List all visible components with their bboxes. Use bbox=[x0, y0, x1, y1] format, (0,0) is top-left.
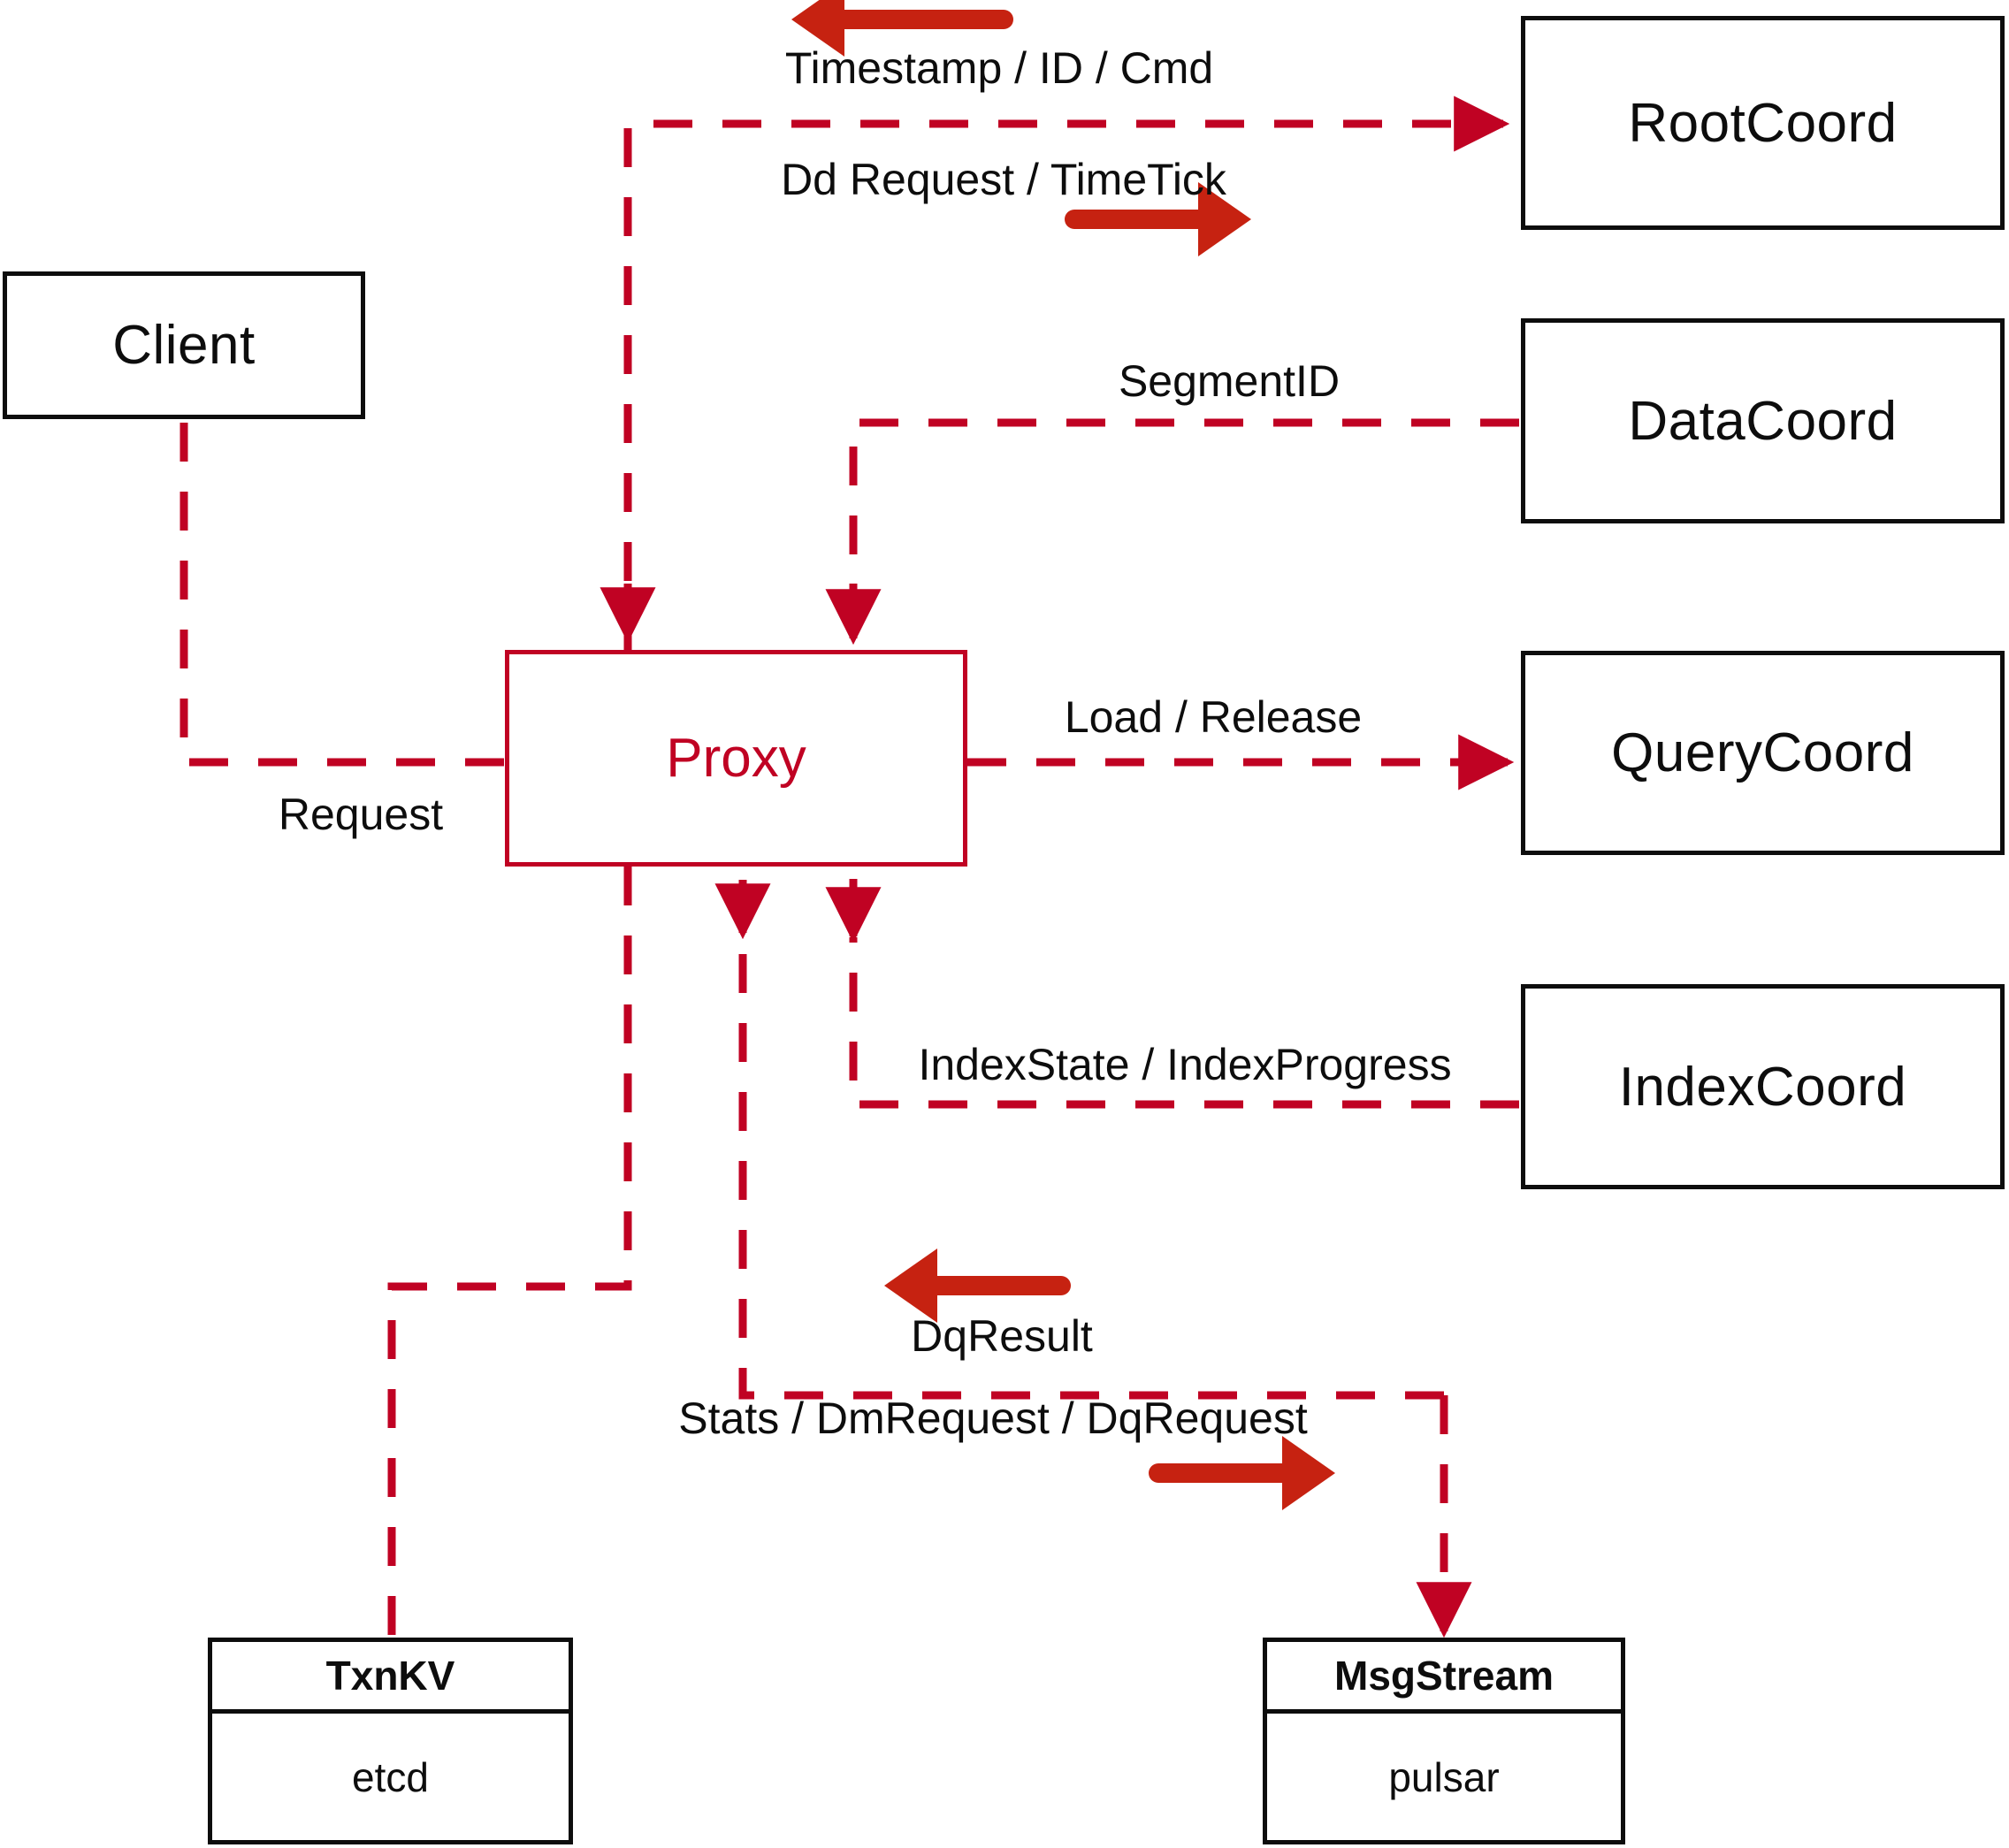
node-msgstream[interactable]: MsgStream pulsar bbox=[1263, 1638, 1625, 1844]
edge-label-load-release: Load / Release bbox=[1064, 692, 1363, 742]
edge-proxy-to-rootcoord bbox=[600, 95, 1510, 650]
edge-indexcoord-to-proxy bbox=[825, 879, 1519, 1109]
node-indexcoord[interactable]: IndexCoord bbox=[1521, 984, 2005, 1189]
node-datacoord[interactable]: DataCoord bbox=[1521, 318, 2005, 523]
node-client-label: Client bbox=[112, 315, 256, 376]
edge-label-dd-request-timetick: Dd Request / TimeTick bbox=[781, 155, 1226, 204]
edge-proxy-to-txnkv bbox=[387, 867, 632, 1638]
node-querycoord-label: QueryCoord bbox=[1611, 722, 1914, 783]
edge-label-dqresult: DqResult bbox=[911, 1311, 1093, 1361]
bold-arrow-right-dqrequest bbox=[1149, 1436, 1335, 1510]
edge-msgstream-to-proxy bbox=[714, 880, 1444, 1400]
edge-label-stats-dmrequest-dqrequest: Stats / DmRequest / DqRequest bbox=[678, 1394, 1308, 1443]
node-proxy[interactable]: Proxy bbox=[505, 650, 967, 867]
node-rootcoord[interactable]: RootCoord bbox=[1521, 16, 2005, 230]
bold-arrow-left-timestamp bbox=[791, 0, 1013, 57]
edge-label-segmentid: SegmentID bbox=[1118, 356, 1341, 406]
node-txnkv-body: etcd bbox=[352, 1753, 429, 1800]
node-msgstream-header: MsgStream bbox=[1267, 1642, 1621, 1714]
edge-label-indexstate-indexprogress: IndexState / IndexProgress bbox=[918, 1040, 1452, 1089]
node-datacoord-label: DataCoord bbox=[1628, 390, 1898, 452]
node-rootcoord-label: RootCoord bbox=[1628, 92, 1898, 154]
node-proxy-label: Proxy bbox=[666, 728, 806, 789]
edge-label-request: Request bbox=[278, 790, 444, 839]
node-txnkv-header: TxnKV bbox=[212, 1642, 569, 1714]
node-querycoord[interactable]: QueryCoord bbox=[1521, 651, 2005, 855]
node-indexcoord-label: IndexCoord bbox=[1618, 1056, 1907, 1118]
edge-datacoord-to-proxy bbox=[825, 418, 1519, 645]
edge-label-timestamp-id-cmd: Timestamp / ID / Cmd bbox=[784, 43, 1214, 93]
node-txnkv[interactable]: TxnKV etcd bbox=[208, 1638, 573, 1844]
node-client[interactable]: Client bbox=[3, 271, 365, 419]
node-msgstream-body: pulsar bbox=[1388, 1753, 1500, 1800]
bold-arrow-right-ddrequest bbox=[1065, 182, 1251, 256]
bold-arrow-left-dqresult bbox=[884, 1249, 1071, 1323]
